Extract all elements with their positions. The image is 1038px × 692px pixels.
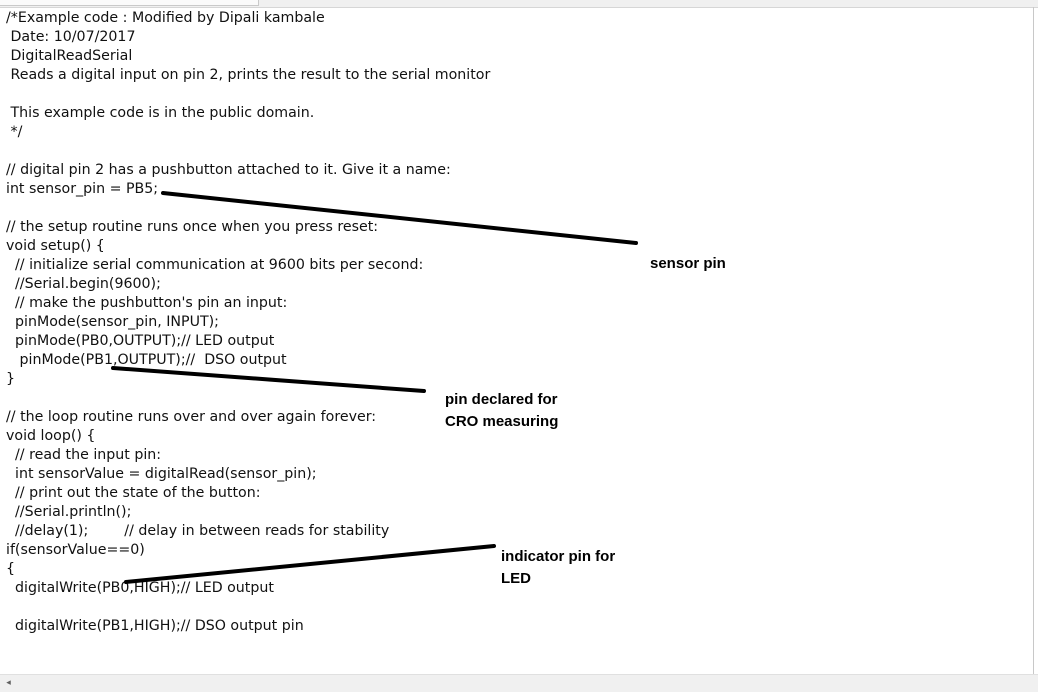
code-line: // print out the state of the button:: [6, 485, 261, 501]
code-line: // initialize serial communication at 96…: [6, 257, 424, 273]
cro-pointer-line: [111, 366, 426, 393]
horizontal-scrollbar[interactable]: ◂: [0, 674, 1038, 692]
tab-edge: [0, 0, 259, 6]
code-line: Date: 10/07/2017: [6, 29, 136, 45]
code-line: void loop() {: [6, 428, 96, 444]
code-editor[interactable]: /*Example code : Modified by Dipali kamb…: [6, 9, 490, 636]
scroll-left-arrow-icon[interactable]: ◂: [6, 678, 11, 688]
annotation-cro-line2: CRO measuring: [445, 413, 559, 430]
code-line: pinMode(sensor_pin, INPUT);: [6, 314, 219, 330]
annotation-led-line1: indicator pin for: [501, 548, 616, 565]
code-line: void setup() {: [6, 238, 105, 254]
code-line: digitalWrite(PB0,HIGH);// LED output: [6, 580, 274, 596]
code-line: {: [6, 561, 16, 577]
annotation-sensor-pin: sensor pin: [650, 255, 726, 272]
code-line: */: [6, 124, 23, 140]
annotation-led-line2: LED: [501, 570, 531, 587]
code-line: This example code is in the public domai…: [6, 105, 315, 121]
code-line: // the loop routine runs over and over a…: [6, 409, 377, 425]
code-line: //delay(1); // delay in between reads fo…: [6, 523, 390, 539]
code-line: pinMode(PB1,OUTPUT);// DSO output: [6, 352, 287, 368]
code-line: }: [6, 371, 16, 387]
code-line: DigitalReadSerial: [6, 48, 133, 64]
code-line: int sensorValue = digitalRead(sensor_pin…: [6, 466, 317, 482]
code-line: // make the pushbutton's pin an input:: [6, 295, 288, 311]
code-line: //Serial.begin(9600);: [6, 276, 161, 292]
code-line: if(sensorValue==0): [6, 542, 145, 558]
annotation-cro-line1: pin declared for: [445, 391, 558, 408]
code-line: //Serial.println();: [6, 504, 132, 520]
code-line: Reads a digital input on pin 2, prints t…: [6, 67, 491, 83]
code-line: // the setup routine runs once when you …: [6, 219, 379, 235]
code-line: pinMode(PB0,OUTPUT);// LED output: [6, 333, 275, 349]
code-line: digitalWrite(PB1,HIGH);// DSO output pin: [6, 618, 304, 634]
window-top-edge: [0, 0, 1038, 8]
led-pointer-line: [124, 544, 496, 584]
window-right-edge: [1033, 7, 1034, 674]
code-line: int sensor_pin = PB5;: [6, 181, 159, 197]
code-line: /*Example code : Modified by Dipali kamb…: [6, 10, 325, 26]
code-line: // read the input pin:: [6, 447, 162, 463]
sensor-pin-pointer-line: [161, 191, 638, 245]
code-line: // digital pin 2 has a pushbutton attach…: [6, 162, 451, 178]
